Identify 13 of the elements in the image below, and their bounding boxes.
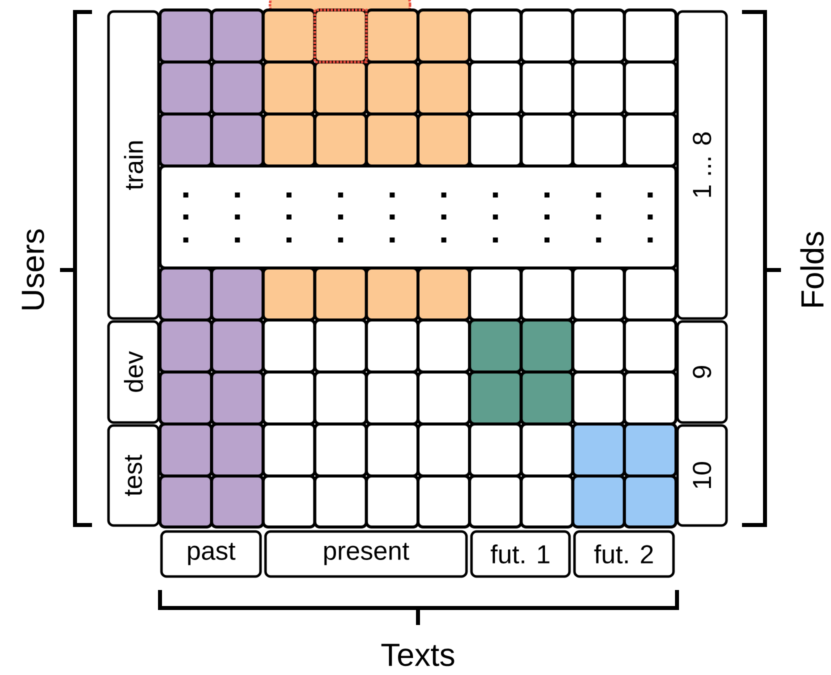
column-label-box: past	[160, 530, 262, 578]
fold-label-box: 1 ... 8	[676, 10, 728, 320]
fold-label-box: 10	[676, 424, 728, 527]
axis-label: Folds	[800, 232, 824, 306]
fold-label-box: 9	[676, 320, 728, 424]
axis-label: Users	[22, 229, 44, 310]
column-label-box: fut. 1	[470, 530, 571, 578]
axis-label: Texts	[381, 644, 454, 666]
row-label-box: train	[107, 10, 160, 320]
column-label-box: fut. 2	[573, 530, 675, 578]
column-label-box: present	[264, 530, 468, 578]
row-label-box: dev	[107, 320, 160, 424]
row-label-box: test	[107, 424, 160, 527]
